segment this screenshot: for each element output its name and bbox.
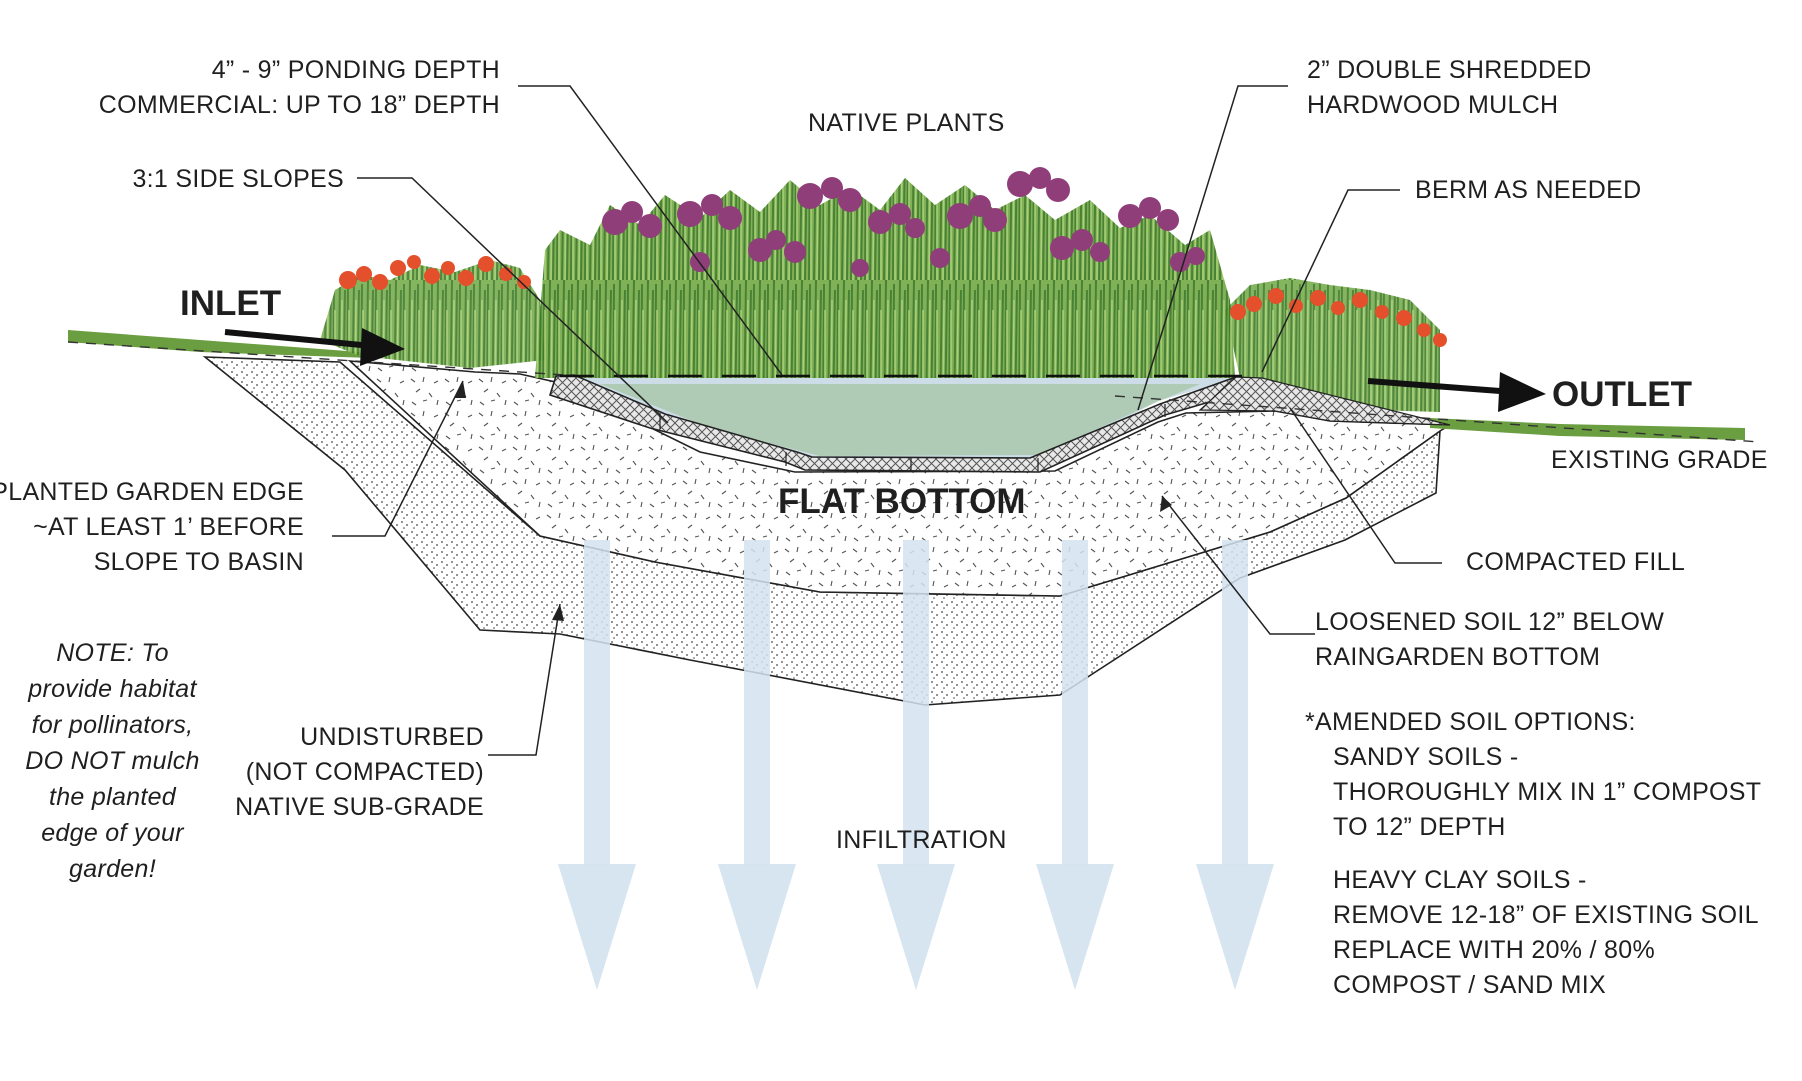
infiltration-arrow-shaft-1 — [584, 540, 610, 866]
ponding-depth-line-1: 4” - 9” PONDING DEPTH — [211, 56, 500, 84]
berm — [1198, 376, 1451, 426]
clay-line-2: REMOVE 12-18” OF EXISTING SOIL — [1333, 901, 1759, 929]
native-plants-art — [320, 167, 1447, 456]
note-line-1: NOTE: To — [56, 639, 169, 667]
note-line-2: provide habitat — [28, 675, 197, 703]
infiltration-arrow-head-2 — [718, 864, 796, 990]
note-line-5: the planted — [48, 783, 177, 811]
clay-line-3: REPLACE WITH 20% / 80% — [1333, 936, 1655, 964]
infiltration-arrow-shaft-3 — [903, 540, 929, 866]
ponding-depth-label: 4” - 9” PONDING DEPTH COMMERCIAL: UP TO … — [99, 53, 500, 123]
amended-title: *AMENDED SOIL OPTIONS: — [1305, 708, 1636, 736]
infiltration-arrow-head-5 — [1196, 864, 1274, 990]
inlet-arrow — [224, 328, 405, 366]
undisturbed-line-3: NATIVE SUB-GRADE — [235, 793, 484, 821]
mulch-line-1: 2” DOUBLE SHREDDED — [1307, 56, 1592, 84]
leader-lines — [332, 85, 1442, 756]
infiltration-arrow-head-3 — [877, 864, 955, 990]
undisturbed-line-2: (NOT COMPACTED) — [245, 758, 484, 786]
sandy-line-1: SANDY SOILS - — [1333, 743, 1519, 771]
flat-bottom-label: FLAT BOTTOM — [778, 482, 1026, 521]
mulch-line-2: HARDWOOD MULCH — [1307, 91, 1559, 119]
ponding-depth-line-2: COMMERCIAL: UP TO 18” DEPTH — [98, 91, 500, 119]
note-line-4: DO NOT mulch — [25, 747, 200, 775]
undisturbed-line-1: UNDISTURBED — [300, 723, 484, 751]
outlet-arrow — [1367, 372, 1546, 412]
note-line-7: garden! — [69, 855, 156, 883]
ground-left — [68, 330, 370, 358]
planted-edge-line-1: PLANTED GARDEN EDGE — [0, 478, 304, 506]
sandy-line-2: THOROUGHLY MIX IN 1” COMPOST — [1333, 778, 1762, 806]
undisturbed-label: UNDISTURBED (NOT COMPACTED) NATIVE SUB-G… — [235, 720, 484, 825]
existing-grade-label: EXISTING GRADE — [1551, 446, 1768, 474]
loosened-soil-line-1: LOOSENED SOIL 12” BELOW — [1315, 608, 1665, 636]
inlet-label: INLET — [180, 284, 282, 323]
loosened-soil-label: LOOSENED SOIL 12” BELOW RAINGARDEN BOTTO… — [1315, 605, 1664, 675]
planted-edge-line-3: SLOPE TO BASIN — [93, 548, 304, 576]
side-slopes-label: 3:1 SIDE SLOPES — [132, 165, 344, 193]
native-plants-label: NATIVE PLANTS — [808, 109, 1005, 137]
pollinator-note: NOTE: To provide habitat for pollinators… — [20, 635, 205, 887]
planted-edge-line-2: ~AT LEAST 1’ BEFORE — [33, 513, 304, 541]
note-line-3: for pollinators, — [31, 711, 194, 739]
sandy-line-3: TO 12” DEPTH — [1333, 813, 1506, 841]
clay-line-1: HEAVY CLAY SOILS - — [1333, 866, 1587, 894]
amended-soil-block: *AMENDED SOIL OPTIONS: SANDY SOILS - THO… — [1305, 705, 1761, 1003]
infiltration-label: INFILTRATION — [836, 826, 1007, 854]
berm-label: BERM AS NEEDED — [1415, 176, 1642, 204]
planted-edge-label: PLANTED GARDEN EDGE ~AT LEAST 1’ BEFORE … — [0, 475, 304, 580]
clay-line-4: COMPOST / SAND MIX — [1333, 971, 1607, 999]
infiltration-arrow-head-1 — [558, 864, 636, 990]
mulch-label: 2” DOUBLE SHREDDED HARDWOOD MULCH — [1307, 53, 1592, 123]
infiltration-arrow-shaft-2 — [744, 540, 770, 866]
infiltration-arrow-shaft-4 — [1062, 540, 1088, 866]
infiltration-arrow-head-4 — [1036, 864, 1114, 990]
note-line-6: edge of your — [41, 819, 184, 847]
existing-grade-dashed-left — [67, 341, 581, 377]
compacted-fill-label: COMPACTED FILL — [1466, 548, 1686, 576]
infiltration-arrow-shaft-5 — [1222, 540, 1248, 866]
loosened-soil-line-2: RAINGARDEN BOTTOM — [1315, 643, 1601, 671]
infiltration-arrows — [558, 540, 1274, 990]
outlet-label: OUTLET — [1552, 375, 1692, 414]
